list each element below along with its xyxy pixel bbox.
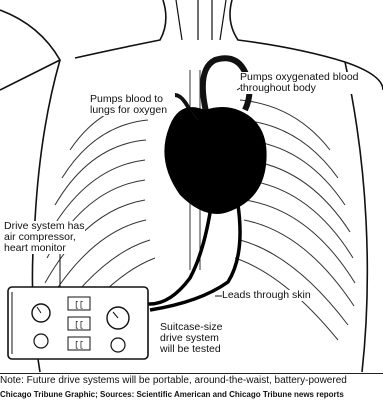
drive-system-device: [[ [[ [[ xyxy=(8,287,148,359)
label-suitcase: Suitcase-size drive system will be teste… xyxy=(160,322,222,355)
label-suitcase-line3: will be tested xyxy=(160,344,222,355)
trachea xyxy=(176,0,226,40)
label-pumps-blood-line2: lungs for oxygen xyxy=(90,105,167,116)
dial-right xyxy=(111,338,125,352)
label-pumps-oxygenated-line2: throughout body xyxy=(240,83,359,94)
label-leads: Leads through skin xyxy=(222,290,311,301)
dial-left xyxy=(34,334,48,348)
artificial-heart xyxy=(164,107,266,214)
device-display-1: [[ xyxy=(74,301,84,310)
label-pumps-oxygenated: Pumps oxygenated blood throughout body xyxy=(240,72,359,94)
source-credit: Chicago Tribune Graphic; Sources: Scient… xyxy=(0,388,383,402)
label-drive-system-line3: heart monitor xyxy=(4,243,85,254)
device-display-2: [[ xyxy=(74,321,84,330)
label-leads-text: Leads through skin xyxy=(222,290,311,301)
footnote: Note: Future drive systems will be porta… xyxy=(0,373,383,388)
label-pumps-blood: Pumps blood to lungs for oxygen xyxy=(90,94,167,116)
drive-line-left xyxy=(148,200,212,304)
device-display-3: [[ xyxy=(74,341,84,350)
label-drive-system: Drive system has air compressor, heart m… xyxy=(4,221,85,254)
